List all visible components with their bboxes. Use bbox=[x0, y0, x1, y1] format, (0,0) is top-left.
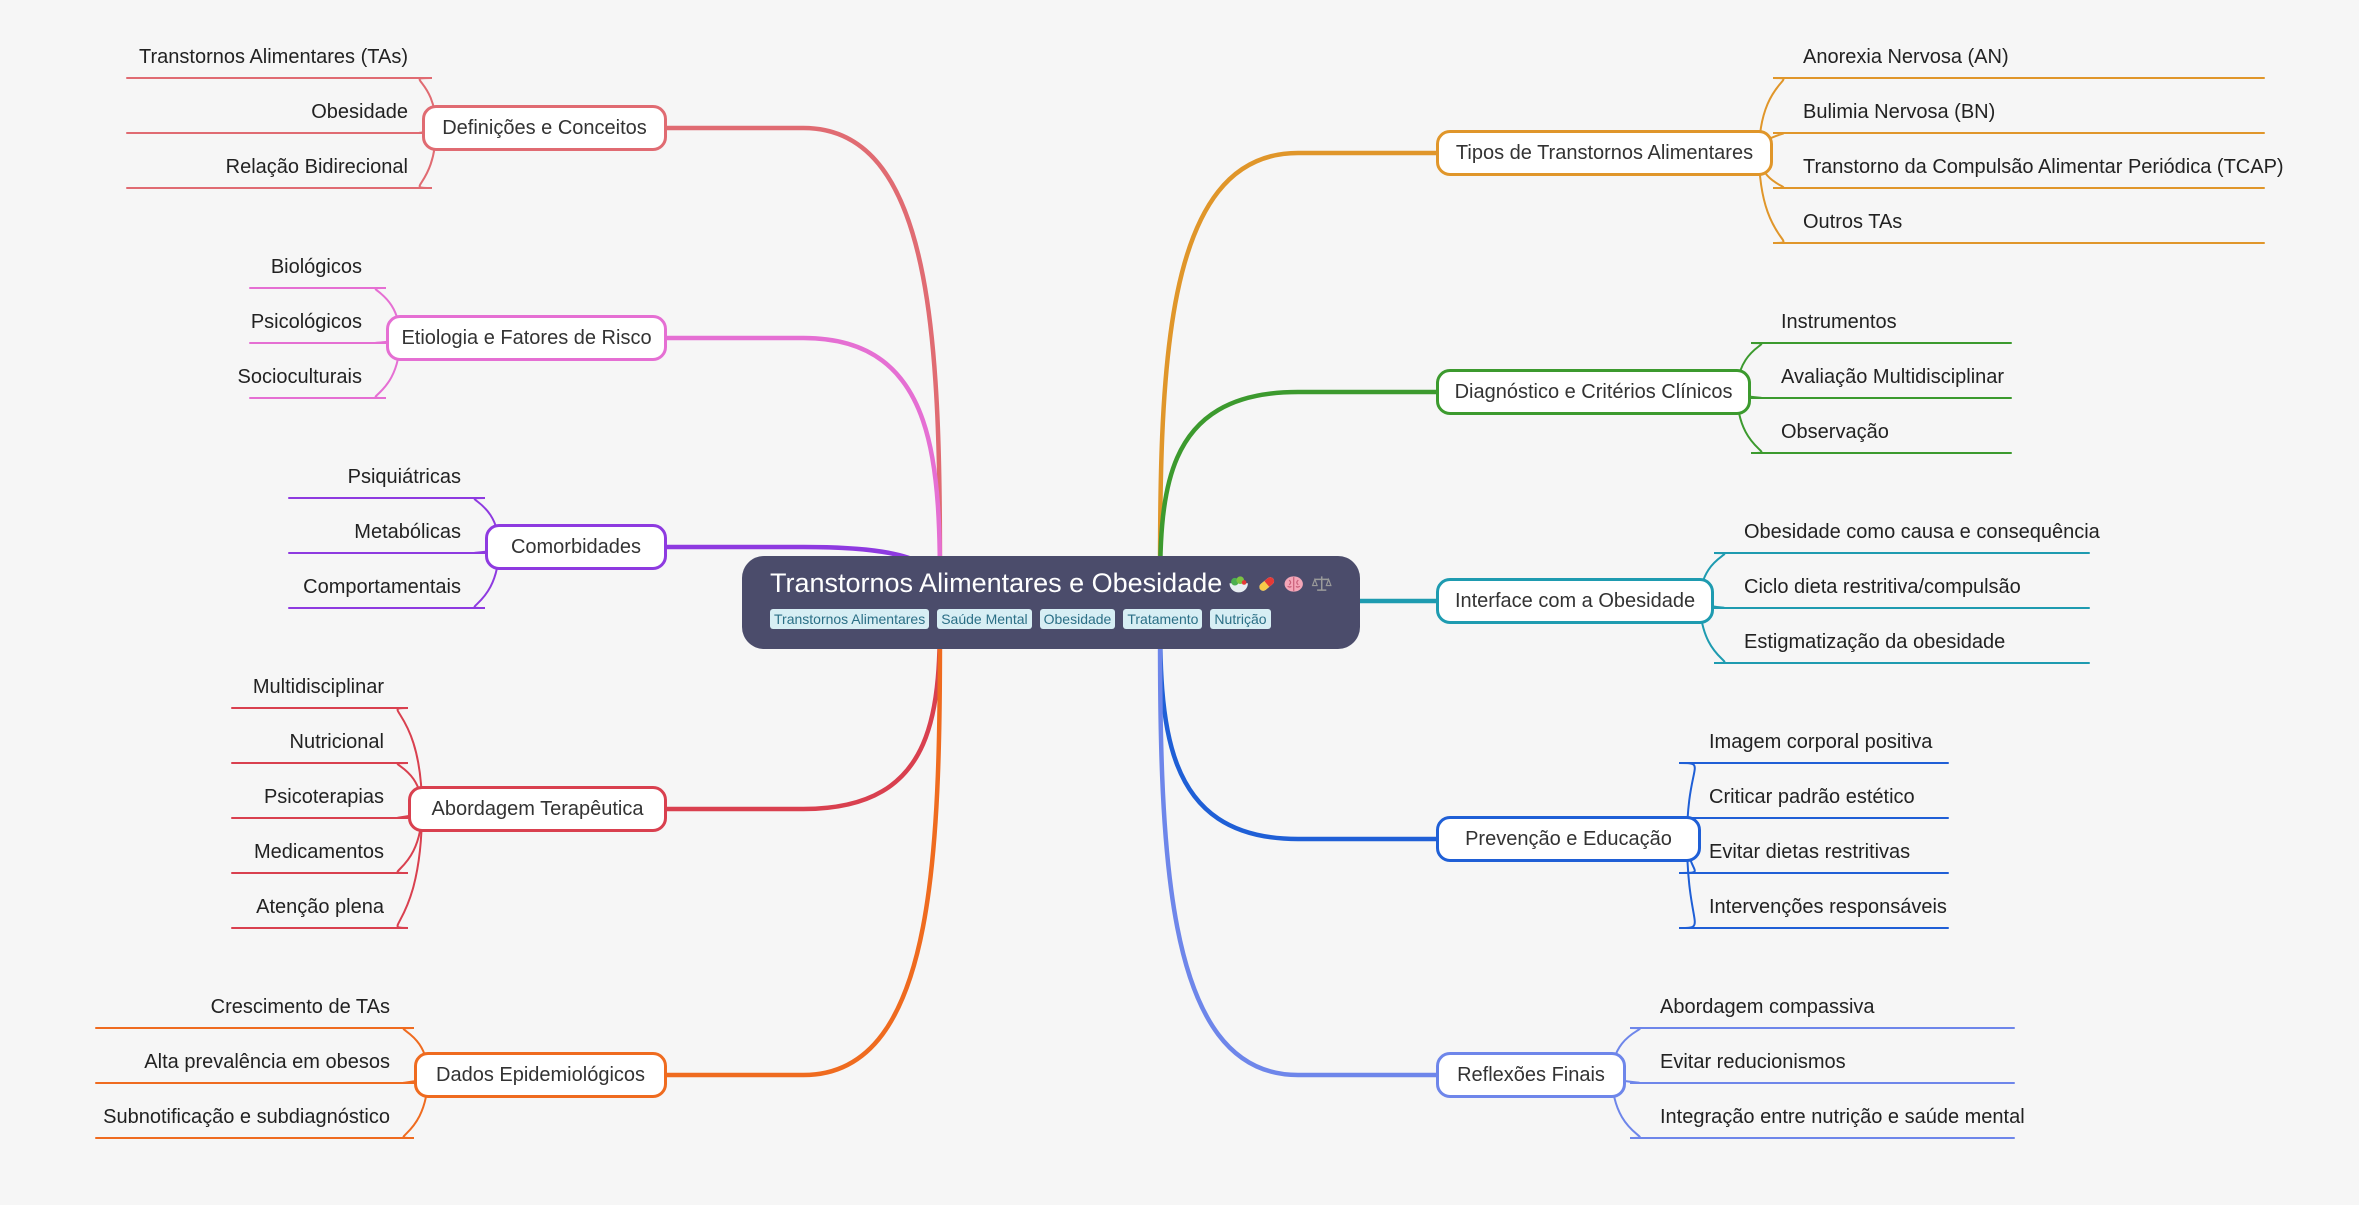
subtopic-tipos-2[interactable]: Transtorno da Compulsão Alimentar Periód… bbox=[1803, 156, 2284, 178]
subtopic-interface-0[interactable]: Obesidade como causa e consequência bbox=[1744, 521, 2100, 543]
pill-icon bbox=[1259, 576, 1274, 591]
leaf-connector-etiologia-1 bbox=[249, 337, 401, 344]
central-topic-title: Transtornos Alimentares e Obesidade bbox=[770, 568, 1223, 598]
tag-4[interactable]: Nutrição bbox=[1210, 609, 1271, 629]
subtopic-tipos-1[interactable]: Bulimia Nervosa (BN) bbox=[1803, 101, 1996, 123]
connector-tipos bbox=[1157, 150, 1439, 605]
subtopic-dados-1[interactable]: Alta prevalência em obesos bbox=[144, 1051, 390, 1073]
topic-reflexoes[interactable]: Reflexões Finais bbox=[1436, 1052, 1626, 1098]
subtopic-etiologia-0[interactable]: Biológicos bbox=[270, 256, 362, 278]
topic-tipos[interactable]: Tipos de Transtornos Alimentares bbox=[1436, 130, 1773, 176]
connector-dados bbox=[664, 599, 943, 1078]
leaf-connector-reflexoes-1 bbox=[1611, 1074, 2015, 1084]
leaf-connector-abordagem-2 bbox=[231, 808, 423, 819]
subtopic-comorbidades-2[interactable]: Comportamentais bbox=[303, 576, 461, 598]
leaf-connector-abordagem-4 bbox=[231, 808, 423, 929]
leaf-connector-prevencao-3 bbox=[1678, 838, 1949, 929]
leaf-connector-dados-1 bbox=[95, 1074, 429, 1084]
subtopic-abordagem-2[interactable]: Psicoterapias bbox=[263, 786, 384, 808]
topic-diagnostico[interactable]: Diagnóstico e Critérios Clínicos bbox=[1436, 369, 1751, 415]
subtopic-dados-2[interactable]: Subnotificação e subdiagnóstico bbox=[103, 1106, 390, 1128]
subtopic-comorbidades-1[interactable]: Metabólicas bbox=[354, 521, 461, 543]
tag-3[interactable]: Tratamento bbox=[1123, 609, 1203, 629]
subtopic-diagnostico-0[interactable]: Instrumentos bbox=[1781, 311, 1897, 333]
subtopic-abordagem-1[interactable]: Nutricional bbox=[289, 731, 384, 753]
leaf-connector-interface-1 bbox=[1699, 600, 2090, 609]
topic-abordagem[interactable]: Abordagem Terapêutica bbox=[408, 786, 667, 832]
subtopic-prevencao-1[interactable]: Criticar padrão estético bbox=[1709, 786, 1915, 808]
subtopic-etiologia-2[interactable]: Socioculturais bbox=[237, 366, 362, 388]
salad-icon bbox=[1229, 575, 1249, 592]
subtopic-reflexoes-2[interactable]: Integração entre nutrição e saúde mental bbox=[1660, 1106, 2025, 1128]
leaf-connector-abordagem-0 bbox=[231, 707, 423, 810]
subtopic-abordagem-4[interactable]: Atenção plena bbox=[256, 896, 384, 918]
subtopic-reflexoes-1[interactable]: Evitar reducionismos bbox=[1660, 1051, 1846, 1073]
subtopic-abordagem-3[interactable]: Medicamentos bbox=[253, 841, 384, 863]
topic-interface[interactable]: Interface com a Obesidade bbox=[1436, 578, 1714, 624]
leaf-connector-comorbidades-1 bbox=[288, 546, 500, 554]
tag-0[interactable]: Transtornos Alimentares bbox=[770, 609, 930, 629]
subtopic-tipos-0[interactable]: Anorexia Nervosa (AN) bbox=[1803, 46, 2009, 68]
leaf-connector-tipos-3 bbox=[1758, 152, 2265, 244]
subtopic-prevencao-2[interactable]: Evitar dietas restritivas bbox=[1709, 841, 1911, 863]
scale-icon bbox=[1311, 575, 1332, 591]
leaf-connector-prevencao-1 bbox=[1678, 817, 1949, 840]
connector-definicoes bbox=[664, 125, 943, 605]
topic-comorbidades[interactable]: Comorbidades bbox=[485, 524, 667, 570]
topic-dados[interactable]: Dados Epidemiológicos bbox=[414, 1052, 667, 1098]
brain-icon bbox=[1284, 575, 1304, 592]
tag-list: Transtornos Alimentares Saúde Mental Obesi… bbox=[770, 609, 1332, 629]
topic-definicoes[interactable]: Definições e Conceitos bbox=[422, 105, 667, 151]
subtopic-interface-1[interactable]: Ciclo dieta restritiva/compulsão bbox=[1744, 576, 2021, 598]
leaf-connector-prevencao-0 bbox=[1678, 762, 1949, 840]
tag-2[interactable]: Obesidade bbox=[1039, 609, 1116, 629]
subtopic-dados-0[interactable]: Crescimento de TAs bbox=[210, 996, 390, 1018]
subtopic-diagnostico-1[interactable]: Avaliação Multidisciplinar bbox=[1781, 366, 2005, 388]
leaf-connector-tipos-1 bbox=[1758, 132, 2265, 154]
topic-etiologia[interactable]: Etiologia e Fatores de Risco bbox=[386, 315, 667, 361]
central-topic[interactable]: Transtornos Alimentares e Obesidade bbox=[742, 556, 1360, 649]
subtopic-definicoes-0[interactable]: Transtornos Alimentares (TAs) bbox=[139, 46, 408, 68]
connector-reflexoes bbox=[1157, 599, 1439, 1078]
subtopic-prevencao-0[interactable]: Imagem corporal positiva bbox=[1709, 731, 1933, 753]
leaf-connector-diagnostico-1 bbox=[1736, 391, 2012, 399]
subtopic-comorbidades-0[interactable]: Psiquiátricas bbox=[347, 466, 461, 488]
subtopic-definicoes-2[interactable]: Relação Bidirecional bbox=[225, 156, 408, 178]
subtopic-tipos-3[interactable]: Outros TAs bbox=[1803, 211, 1903, 233]
leaf-connector-tipos-0 bbox=[1758, 77, 2265, 154]
subtopic-diagnostico-2[interactable]: Observação bbox=[1781, 421, 1889, 443]
tag-1[interactable]: Saúde Mental bbox=[937, 609, 1032, 629]
subtopic-abordagem-0[interactable]: Multidisciplinar bbox=[252, 676, 384, 698]
subtopic-reflexoes-0[interactable]: Abordagem compassiva bbox=[1660, 996, 1875, 1018]
subtopic-definicoes-1[interactable]: Obesidade bbox=[311, 101, 408, 123]
leaf-connector-definicoes-1 bbox=[126, 127, 437, 134]
topic-prevencao[interactable]: Prevenção e Educação bbox=[1436, 816, 1701, 862]
connector-etiologia bbox=[664, 335, 943, 605]
subtopic-etiologia-1[interactable]: Psicológicos bbox=[250, 311, 362, 333]
subtopic-interface-2[interactable]: Estigmatização da obesidade bbox=[1744, 631, 2006, 653]
subtopic-prevencao-3[interactable]: Intervenções responsáveis bbox=[1709, 896, 1947, 918]
